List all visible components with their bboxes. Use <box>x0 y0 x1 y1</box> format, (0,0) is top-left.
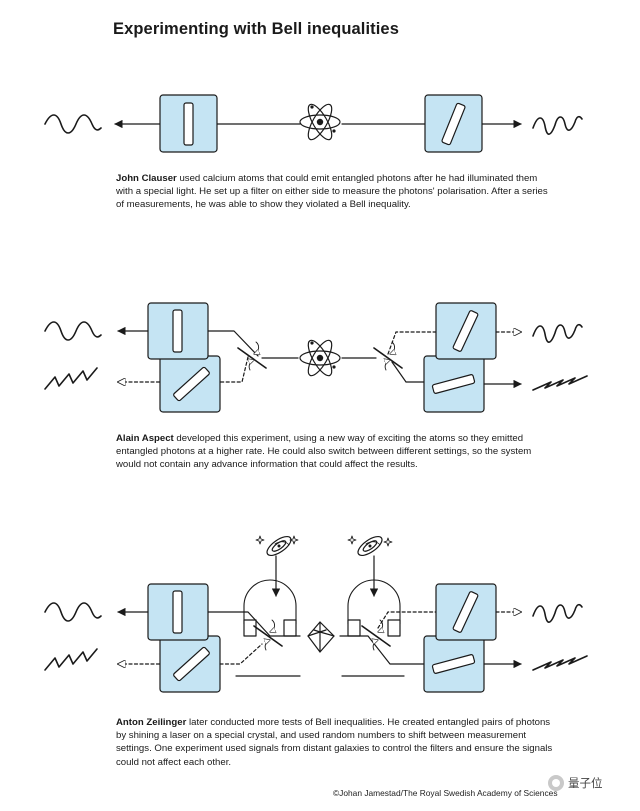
crystal-icon <box>307 621 335 653</box>
caption-name: John Clauser <box>116 173 177 184</box>
wave-icon <box>44 648 98 671</box>
switch-icon <box>253 625 283 647</box>
switch-icon <box>237 347 267 369</box>
wave-icon <box>532 375 588 391</box>
caption-name: Alain Aspect <box>116 433 174 444</box>
clauser-setup <box>44 94 583 153</box>
wave-icon <box>44 602 102 622</box>
switch-icon <box>373 347 403 369</box>
zeilinger-setup <box>44 532 588 693</box>
image-credit: ©Johan Jamestad/The Royal Swedish Academ… <box>333 788 558 798</box>
wave-icon <box>532 115 583 135</box>
watermark-text: 量子位 <box>568 778 603 790</box>
caption-clauser: John Clauser used calcium atoms that cou… <box>116 172 556 212</box>
wave-icon <box>532 603 583 623</box>
caption-text: later conducted more tests of Bell inequ… <box>116 717 553 768</box>
wechat-icon <box>548 775 564 791</box>
wave-icon <box>532 655 588 671</box>
wave-icon <box>44 367 98 390</box>
caption-name: Anton Zeilinger <box>116 717 187 728</box>
wave-icon <box>532 323 583 343</box>
wave-icon <box>44 114 102 134</box>
caption-text: developed this experiment, using a new w… <box>116 433 532 471</box>
caption-aspect: Alain Aspect developed this experiment, … <box>116 432 556 472</box>
watermark: 量子位 <box>548 775 603 791</box>
caption-zeilinger: Anton Zeilinger later conducted more tes… <box>116 716 556 769</box>
caption-text: used calcium atoms that could emit entan… <box>116 173 548 211</box>
aspect-setup <box>44 302 588 413</box>
page-title: Experimenting with Bell inequalities <box>113 20 399 38</box>
switch-icon <box>361 625 391 647</box>
wave-icon <box>44 321 102 341</box>
